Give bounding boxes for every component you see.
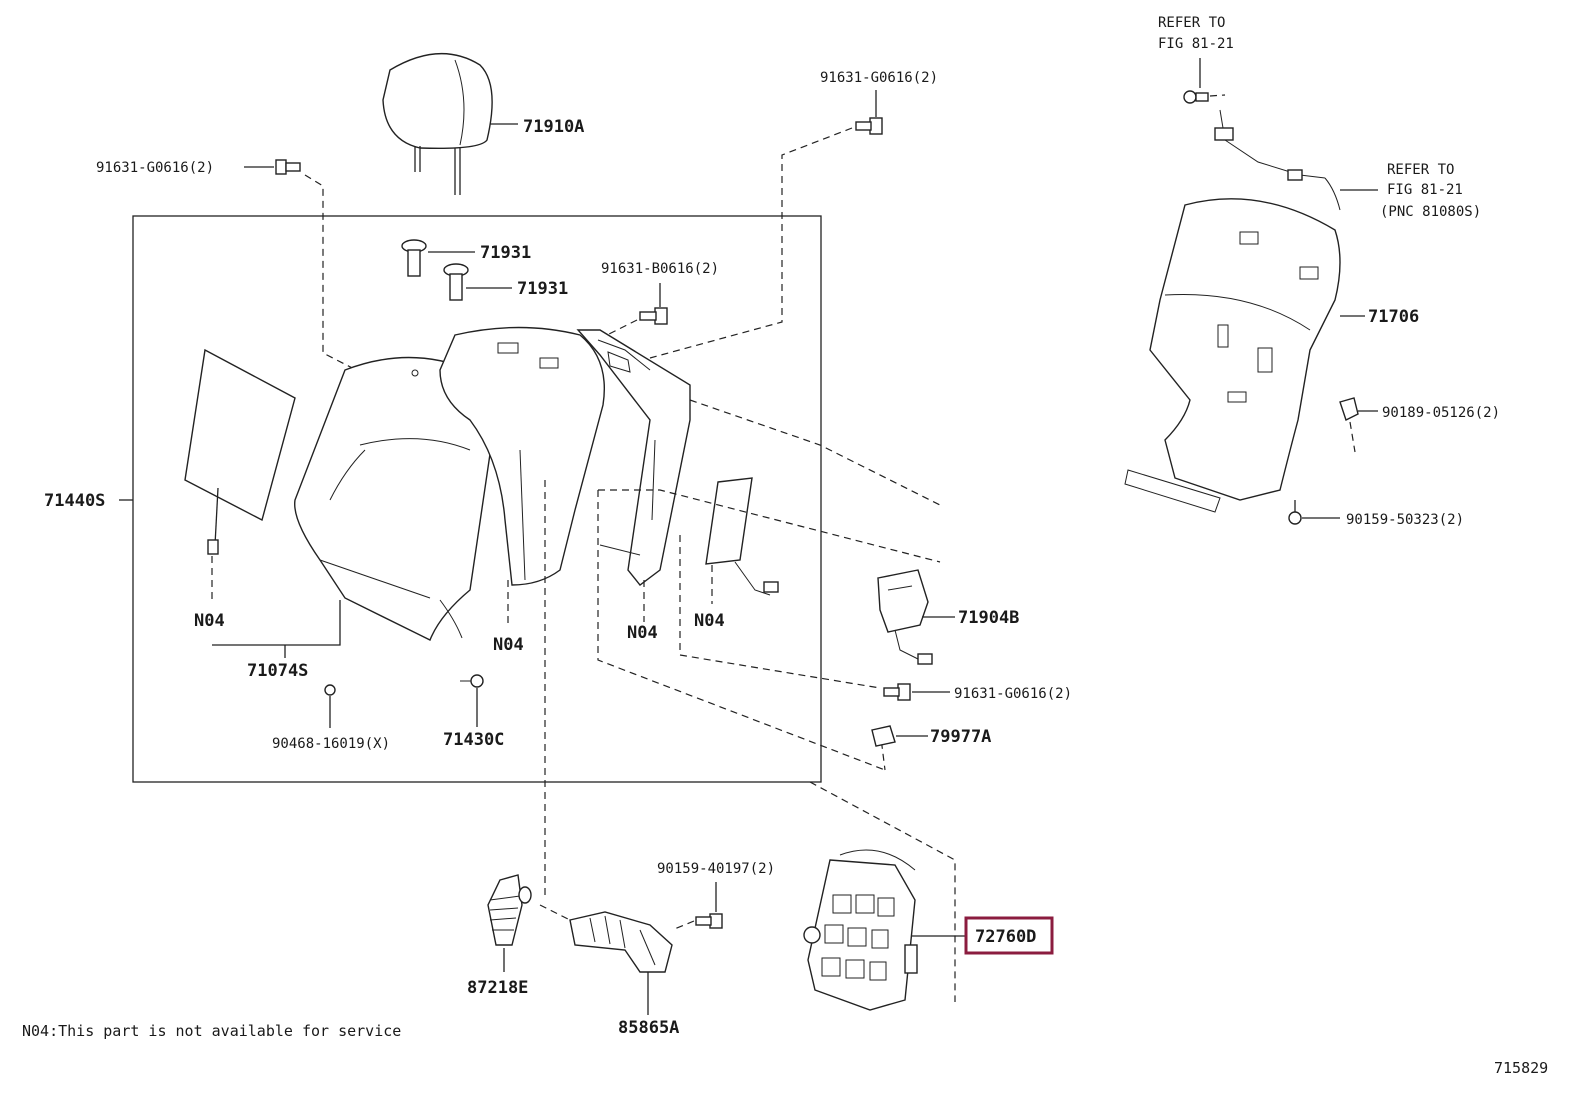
label-n04-d: N04	[694, 611, 725, 631]
label-n04-b: N04	[493, 635, 524, 655]
label-guide-2: 71931	[517, 279, 568, 299]
label-clip-90189: 90189-05126(2)	[1382, 405, 1500, 421]
screw-90159-lower-icon	[671, 882, 723, 931]
lumbar-highlight-box	[964, 916, 1054, 955]
wire-harness-drawing	[1214, 109, 1378, 211]
label-bolt-top-left: 91631-G0616(2)	[96, 160, 214, 176]
label-note: N04:This part is not available for servi…	[22, 1022, 401, 1040]
label-bolt-frame: 91631-B0616(2)	[601, 261, 719, 277]
label-lumbar: 72760D	[975, 927, 1036, 947]
seat-pad-panel-drawing	[184, 348, 296, 604]
seat-back-pad-drawing	[439, 326, 605, 586]
clip-small-icon	[324, 684, 336, 728]
back-board-drawing	[1124, 198, 1365, 513]
clip-90189-icon	[1339, 397, 1378, 453]
headrest-guide-1-drawing	[401, 239, 475, 277]
label-cover-assy: 71074S	[247, 661, 308, 681]
label-duct: 85865A	[618, 1018, 679, 1038]
label-guide-1: 71931	[480, 243, 531, 263]
duct-drawing	[569, 911, 673, 1015]
hook-icon	[460, 674, 484, 727]
label-clip-small: 90468-16019(X)	[272, 736, 390, 752]
clip-79977-icon	[871, 725, 928, 747]
bolt-top-right-icon	[1183, 58, 1226, 104]
label-n04-a: N04	[194, 611, 225, 631]
label-screw-90159-lower: 90159-40197(2)	[657, 861, 775, 877]
headrest-drawing	[382, 52, 518, 195]
bolt-top-center-icon	[855, 90, 883, 135]
label-lock-bracket: 71904B	[958, 608, 1019, 628]
label-bolt-lower: 91631-G0616(2)	[954, 686, 1072, 702]
label-refer-mid-3: (PNC 81080S)	[1380, 204, 1481, 220]
label-refer-top-1: REFER TO	[1158, 15, 1225, 31]
bolt-lower-icon	[883, 683, 950, 701]
lumbar-support-drawing	[803, 849, 966, 1011]
label-duct-hose: 87218E	[467, 978, 528, 998]
label-refer-mid-1: REFER TO	[1387, 162, 1454, 178]
seat-back-cover-drawing	[294, 356, 497, 641]
label-figure-number: 715829	[1494, 1059, 1548, 1077]
seat-frame-drawing	[576, 329, 691, 586]
label-assembly: 71440S	[44, 491, 105, 511]
assembly-frame-box	[132, 215, 822, 783]
screw-90159-right-icon	[1288, 500, 1340, 525]
label-back-board: 71706	[1368, 307, 1419, 327]
label-hook: 71430C	[443, 730, 504, 750]
side-airbag-drawing	[705, 477, 779, 604]
duct-hose-drawing	[487, 874, 532, 972]
label-refer-top-2: FIG 81-21	[1158, 36, 1234, 52]
label-headrest: 71910A	[523, 117, 584, 137]
bolt-frame-icon	[639, 283, 668, 325]
label-refer-mid-2: FIG 81-21	[1387, 182, 1463, 198]
label-bolt-top-center: 91631-G0616(2)	[820, 70, 938, 86]
bolt-icon	[244, 159, 301, 175]
label-clip-79977: 79977A	[930, 727, 991, 747]
headrest-guide-2-drawing	[443, 263, 512, 301]
lock-bracket-drawing	[877, 569, 955, 665]
label-screw-90159-right: 90159-50323(2)	[1346, 512, 1464, 528]
label-n04-c: N04	[627, 623, 658, 643]
